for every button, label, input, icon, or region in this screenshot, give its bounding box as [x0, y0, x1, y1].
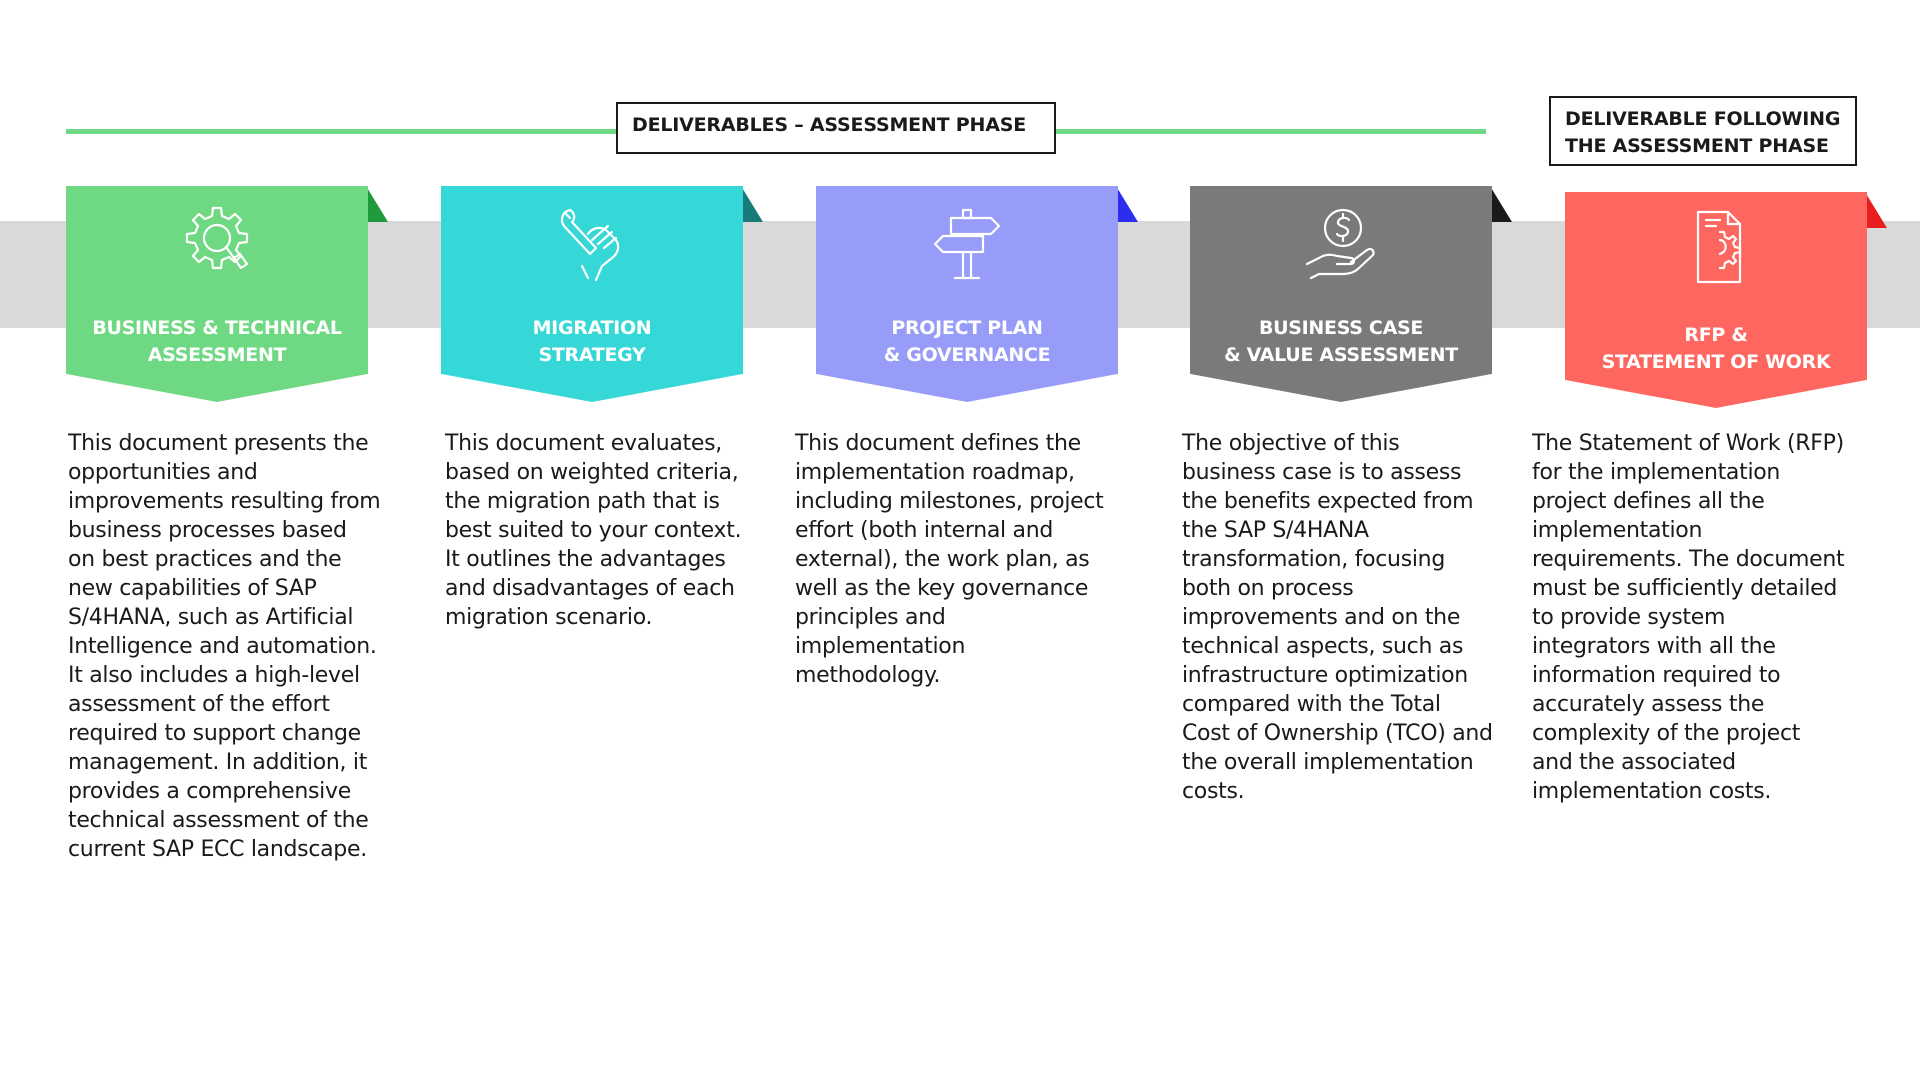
card-description: This document presents the opportunities… [68, 431, 381, 862]
timeline-line-left [66, 129, 616, 134]
following-phase-line2: THE ASSESSMENT PHASE [1565, 135, 1829, 157]
signpost-icon [933, 208, 1001, 280]
following-phase-line1: DELIVERABLE FOLLOWING [1565, 108, 1841, 130]
card-title: MIGRATION STRATEGY [441, 315, 743, 369]
hand-dollar-icon [1305, 208, 1375, 280]
gear-magnifier-icon [185, 206, 249, 270]
card-description: This document evaluates, based on weight… [445, 431, 742, 630]
card-rfp-statement-of-work: RFP & STATEMENT OF WORK [1565, 192, 1887, 408]
hand-wrench-icon [560, 208, 620, 282]
card-title-line2: STRATEGY [538, 344, 646, 366]
card-fold [1116, 186, 1138, 222]
card-shape [1565, 192, 1867, 408]
card-shape [1190, 186, 1492, 402]
assessment-phase-text: DELIVERABLES – ASSESSMENT PHASE [632, 114, 1026, 136]
card-fold [1865, 192, 1887, 228]
card-fold [741, 186, 763, 222]
card-title-line2: & VALUE ASSESSMENT [1224, 344, 1458, 366]
card-shape [66, 186, 368, 402]
card-title-line1: BUSINESS & TECHNICAL [92, 317, 342, 339]
card-business-technical-assessment: BUSINESS & TECHNICAL ASSESSMENT [66, 186, 388, 402]
card-description: The objective of this business case is t… [1182, 431, 1493, 804]
card-fold [1490, 186, 1512, 222]
card-title-line2: STATEMENT OF WORK [1601, 351, 1831, 373]
card-migration-strategy: MIGRATION STRATEGY [441, 186, 763, 402]
card-project-plan-governance: PROJECT PLAN & GOVERNANCE [816, 186, 1138, 402]
card-description: The Statement of Work (RFP) for the impl… [1532, 431, 1845, 804]
timeline-line-right [1054, 129, 1486, 134]
card-title: RFP & STATEMENT OF WORK [1565, 322, 1867, 376]
card-title-line1: PROJECT PLAN [891, 317, 1043, 339]
card-business-case-value-assessment: BUSINESS CASE & VALUE ASSESSMENT [1190, 186, 1512, 402]
document-gear-icon [1696, 210, 1742, 284]
card-title: BUSINESS & TECHNICAL ASSESSMENT [66, 315, 368, 369]
card-title-line1: RFP & [1684, 324, 1748, 346]
card-shape [441, 186, 743, 402]
card-title: PROJECT PLAN & GOVERNANCE [816, 315, 1118, 369]
card-title-line1: BUSINESS CASE [1258, 317, 1424, 339]
assessment-phase-label: DELIVERABLES – ASSESSMENT PHASE [616, 102, 1056, 154]
card-title-line2: & GOVERNANCE [883, 344, 1051, 366]
card-title-line2: ASSESSMENT [147, 344, 287, 366]
card-description: This document defines the implementation… [795, 431, 1104, 688]
card-title: BUSINESS CASE & VALUE ASSESSMENT [1190, 315, 1492, 369]
card-shape [816, 186, 1118, 402]
card-title-line1: MIGRATION [532, 317, 652, 339]
following-phase-label: DELIVERABLE FOLLOWING THE ASSESSMENT PHA… [1549, 96, 1857, 166]
card-fold [366, 186, 388, 222]
